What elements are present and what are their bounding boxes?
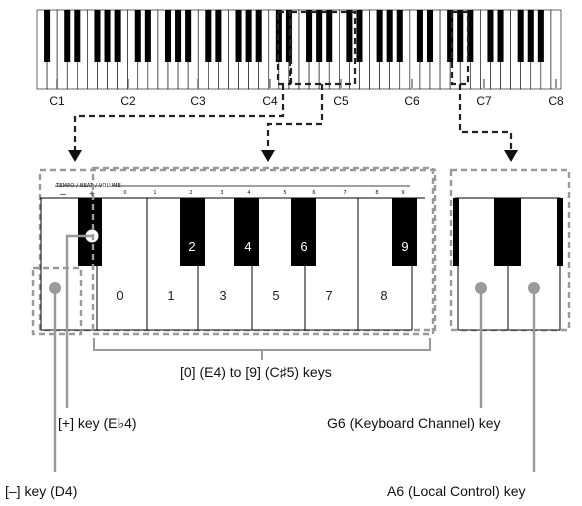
black-key	[255, 10, 262, 62]
black-key	[44, 10, 51, 62]
black-key	[64, 10, 71, 62]
black-key-zoom	[392, 198, 417, 266]
octave-label-c1: C1	[49, 94, 65, 108]
black-key	[185, 10, 192, 62]
key-label-1: 1	[167, 288, 175, 303]
white-key-zoom	[96, 197, 148, 331]
g6-a6-frame	[449, 168, 571, 332]
tick-label-5: 5	[283, 190, 287, 196]
black-key	[537, 10, 544, 62]
black-key	[497, 10, 504, 62]
zoomed-keyboard-right	[449, 168, 571, 472]
black-key	[517, 10, 524, 62]
number-keys-callout: [0] (E4) to [9] (C♯5) keys	[180, 364, 332, 380]
black-key	[144, 10, 151, 62]
zoomed-keyboard-left	[31, 166, 437, 472]
connector-number-keys	[266, 84, 324, 150]
octave-label-c8: C8	[548, 94, 564, 108]
black-key-zoom	[291, 198, 316, 266]
black-key	[416, 10, 423, 62]
connector-g6-a6	[458, 84, 513, 150]
minus-key-callout: [–] key (D4)	[5, 483, 78, 499]
black-key	[114, 10, 121, 62]
black-key-zoom	[557, 198, 563, 266]
black-key	[235, 10, 242, 62]
function-row-legend: TEMPO / BEAT / VOLUME	[56, 183, 122, 189]
black-key-zoom	[234, 198, 259, 266]
connector-minus-plus	[73, 84, 285, 150]
black-key	[447, 10, 454, 62]
key-label-8: 8	[380, 288, 388, 303]
black-key	[426, 10, 434, 62]
minus-key-frame	[31, 266, 83, 336]
black-key-zoom	[453, 198, 459, 266]
black-key	[356, 10, 363, 62]
black-key	[104, 10, 111, 62]
black-key	[74, 10, 81, 62]
selection-frame-number-keys	[289, 10, 357, 86]
octave-label-c7: C7	[476, 94, 492, 108]
black-key	[94, 10, 101, 62]
black-key	[306, 10, 313, 62]
number-keys-frame	[91, 166, 435, 336]
black-key	[326, 10, 333, 62]
black-key	[134, 10, 141, 62]
octave-label-c6: C6	[404, 94, 420, 108]
key-label-0: 0	[116, 288, 124, 303]
plus-key-callout: [+] key (E♭4)	[58, 415, 137, 431]
black-key	[205, 10, 212, 62]
key-label-7: 7	[325, 288, 333, 303]
tick-label-1: 1	[153, 190, 157, 196]
black-key	[487, 10, 494, 62]
octave-label-c4: C4	[262, 94, 278, 108]
key-label-3: 3	[219, 288, 227, 303]
black-key-zoom	[180, 198, 205, 266]
black-key	[175, 10, 182, 62]
black-key	[457, 10, 464, 62]
plus-key-callout-line	[65, 234, 92, 408]
key-label-6: 6	[300, 239, 308, 254]
black-key	[386, 10, 393, 62]
black-key	[245, 10, 252, 62]
g6-key-callout: G6 (Keyboard Channel) key	[327, 415, 501, 431]
a6-key-callout: A6 (Local Control) key	[387, 483, 526, 499]
black-key	[376, 10, 383, 62]
white-key	[550, 9, 562, 90]
tick-label-4: 4	[247, 190, 251, 196]
tick-label-7: 7	[343, 190, 347, 196]
black-key	[527, 10, 534, 62]
tick-label-0: 0	[123, 190, 127, 196]
octave-label-c5: C5	[333, 94, 349, 108]
black-key-zoom	[494, 198, 521, 266]
black-key	[396, 10, 403, 62]
full-keyboard	[36, 9, 562, 90]
key-label-9: 9	[401, 239, 409, 254]
octave-label-c3: C3	[190, 94, 206, 108]
arrow-head	[68, 150, 82, 162]
tick-label-3: 3	[220, 190, 224, 196]
key-label-4: 4	[244, 239, 252, 254]
tick-label-6: 6	[312, 190, 316, 196]
black-key	[316, 10, 323, 62]
arrow-head	[504, 150, 518, 162]
arrow-head	[261, 150, 275, 162]
key-label-2: 2	[188, 239, 196, 254]
minus-legend: –	[60, 189, 66, 200]
black-key	[346, 10, 353, 62]
black-key	[164, 10, 172, 62]
tick-label-2: 2	[189, 190, 193, 196]
number-keys-bracket	[93, 338, 431, 351]
tick-label-9: 9	[401, 190, 405, 196]
key-label-5: 5	[272, 288, 280, 303]
black-key	[215, 10, 222, 62]
black-key	[467, 10, 474, 62]
plus-legend: +	[89, 189, 95, 200]
tick-label-8: 8	[375, 190, 379, 196]
octave-label-c2: C2	[120, 94, 136, 108]
